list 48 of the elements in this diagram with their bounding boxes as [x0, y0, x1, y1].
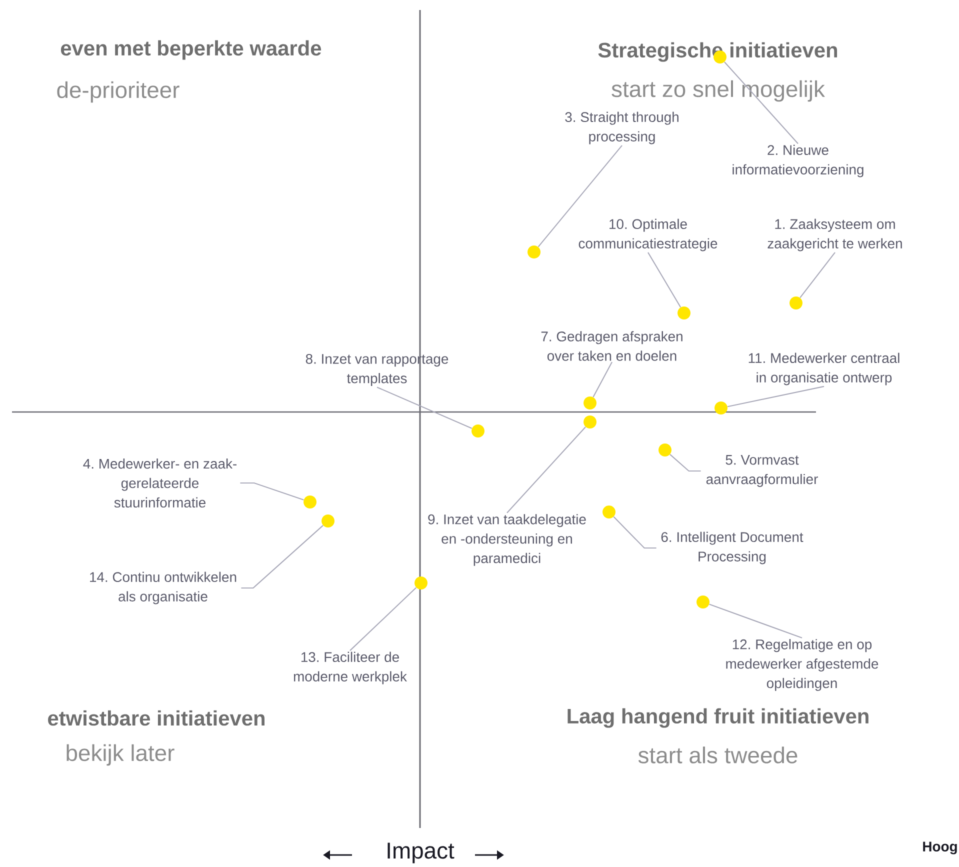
initiative-label: 11. Medewerker centraal in organisatie ontwerp: [748, 352, 900, 386]
leader-line: [376, 386, 472, 429]
quadrant-title: Strategische initiatieven: [598, 42, 838, 62]
marker-dot: [584, 416, 596, 428]
leader-line: [670, 454, 701, 472]
leader-line: [240, 482, 304, 500]
initiative-label: 13. Faciliteer de moderne werkplek: [294, 652, 407, 684]
marker-dot: [472, 424, 484, 438]
leader-line: [648, 252, 682, 308]
marker-dot: [602, 506, 616, 518]
initiative-label: 10. Optimale communicatiestrategie: [578, 218, 718, 252]
leader-line: [613, 516, 656, 549]
quadrant-title: Laag hangend fruit initiatieven: [568, 708, 868, 728]
quadrant-title: etwistbare initiatieven: [48, 710, 264, 726]
marker-dot: [714, 402, 728, 414]
quadrant-title: even met beperkte waarde: [60, 40, 322, 60]
marker-dot: [658, 444, 672, 456]
marker-dot: [678, 306, 690, 320]
initiative-label: 9. Inzet van taakdelegatie en -ondersteuning en paramedici: [428, 514, 586, 566]
initiative-label: 1. Zaaksysteem om zaakgericht te werken: [768, 218, 902, 252]
initiative-label: 2. Nieuwe informatievoorziening: [732, 144, 864, 178]
leader-line: [538, 145, 622, 248]
leader-line: [727, 386, 824, 408]
quadrant-subtitle: bekijk later: [66, 744, 174, 766]
marker-dot: [414, 576, 428, 590]
marker-dot: [696, 596, 710, 608]
initiative-label: 5. Vormvast aanvraagformulier: [706, 455, 818, 487]
axis-label: Impact: [388, 842, 454, 864]
leader-line: [241, 525, 324, 589]
marker-dot: [304, 496, 316, 508]
marker-dot: [322, 514, 334, 528]
leader-line: [709, 604, 802, 638]
quadrant-subtitle: de-prioriteer: [57, 81, 180, 103]
initiative-label: 12. Regelmatige en op medewerker afgestemde opleidingen: [726, 639, 878, 691]
marker-dot: [584, 396, 596, 410]
initiative-label: 14. Continu ontwikkelen als organisatie: [90, 572, 236, 604]
leader-line: [592, 362, 612, 398]
leader-line: [506, 426, 586, 514]
leader-line: [800, 252, 836, 298]
initiative-label: 7. Gedragen afspraken over taken en doelen: [541, 331, 682, 361]
marker-dot: [528, 246, 540, 258]
initiative-label: 6. Intelligent Document Processing: [661, 532, 804, 564]
marker-dot: [790, 296, 802, 310]
initiative-label: 4. Medewerker- en zaak- gerelateerde stuurinformatie: [83, 458, 236, 508]
initiative-label: 3. Straight through processing: [565, 112, 678, 144]
leader-line: [350, 587, 417, 651]
axis-end-label: Hoog: [923, 842, 957, 854]
quadrant-subtitle: start als tweede: [638, 746, 798, 764]
